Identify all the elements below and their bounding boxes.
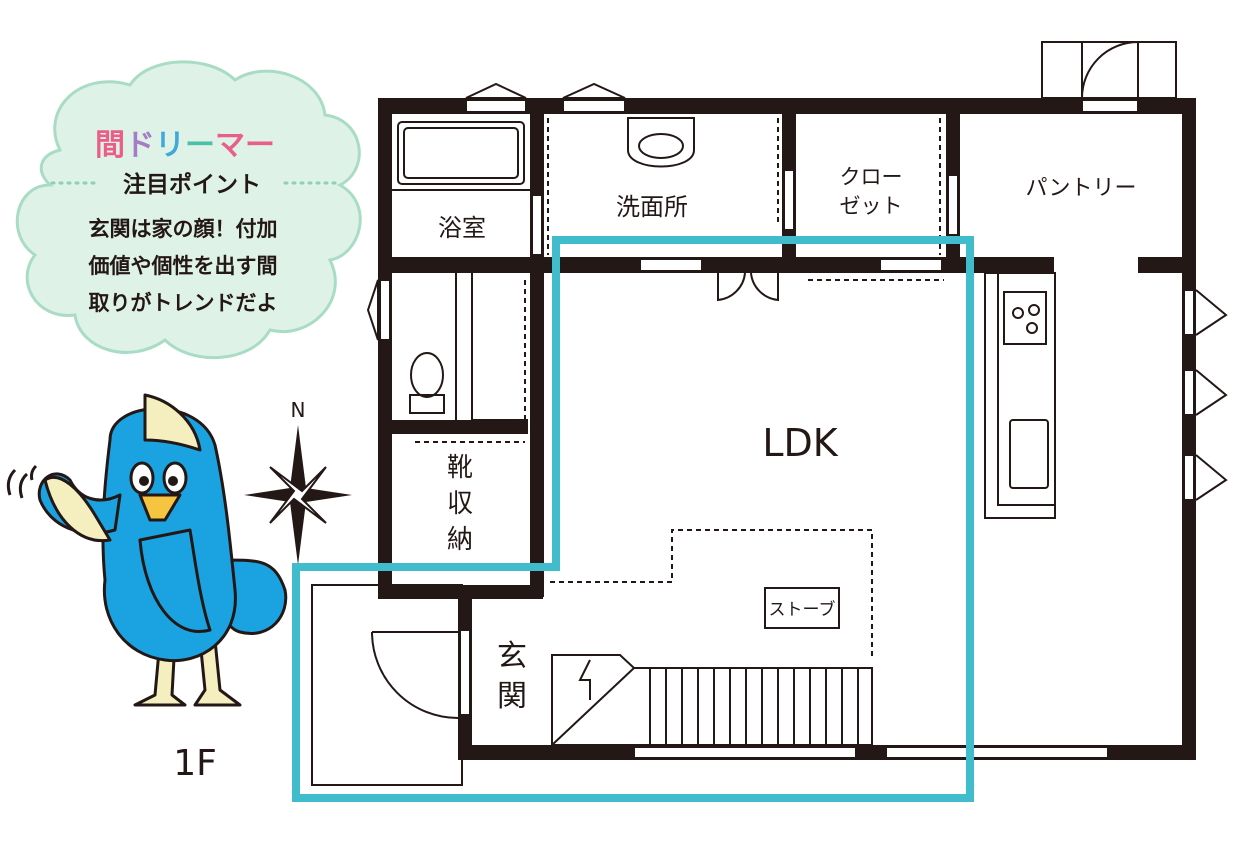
stair-treads xyxy=(649,668,859,745)
bubble-title: 間ドリーマー xyxy=(95,128,275,163)
pantry-exterior-stoop xyxy=(1041,41,1177,99)
title-char-3: ー xyxy=(185,128,215,163)
toilet-tank xyxy=(409,394,445,414)
entrance-door-swing xyxy=(371,631,459,719)
windows xyxy=(379,99,1195,759)
floor-label: 1F xyxy=(173,743,217,784)
bird-pupil-right xyxy=(168,476,178,486)
ldk-double-door xyxy=(717,272,779,302)
pantry-exterior-door xyxy=(1081,40,1139,99)
room-closet-2: ゼット xyxy=(840,194,903,218)
wall-left xyxy=(378,98,392,598)
staircase xyxy=(551,654,873,746)
bathtub-inner xyxy=(403,127,519,179)
compass: N xyxy=(244,398,352,565)
toilet-bowl xyxy=(410,352,444,398)
room-ldk: LDK xyxy=(762,421,838,465)
room-shoe-2: 収 xyxy=(447,489,473,519)
bird-crest xyxy=(143,393,202,452)
bathtub xyxy=(397,121,525,185)
entrance-porch xyxy=(311,584,463,786)
stove-box xyxy=(764,587,840,629)
bubble-body-line-3: 取りがトレンドだよ xyxy=(89,291,278,315)
room-labels: 浴室 洗面所 クロー ゼット パントリー LDK 靴 収 納 玄 関 ストーブ xyxy=(438,165,1137,714)
title-char-0: 間 xyxy=(95,128,125,163)
cooktop xyxy=(1003,291,1047,345)
room-washroom: 洗面所 xyxy=(616,193,688,221)
bird-pupil-left xyxy=(139,476,149,486)
wall-corridor xyxy=(530,257,544,597)
wall-toilet-bottom xyxy=(378,420,528,434)
compass-star-diagonal xyxy=(269,466,327,524)
bird-belly xyxy=(138,528,212,633)
kitchen-sink xyxy=(1009,419,1049,489)
motion-lines xyxy=(6,464,38,499)
window-awnings-right xyxy=(1195,289,1228,501)
room-entrance-1: 玄 xyxy=(497,639,527,674)
room-stove: ストーブ xyxy=(769,599,836,620)
wash-basin xyxy=(627,117,695,168)
room-closet-1: クロー xyxy=(840,165,903,189)
bird-mascot xyxy=(6,393,288,707)
room-pantry: パントリー xyxy=(1025,176,1136,201)
room-bath: 浴室 xyxy=(438,214,486,242)
compass-north-label: N xyxy=(291,398,306,422)
bubble-body-line-2: 価値や個性を出す間 xyxy=(88,254,278,278)
room-entrance-2: 関 xyxy=(497,679,527,714)
speech-bubble: 間ドリーマー 注目ポイント 玄関は家の顔！付加 価値や個性を出す間 取りがトレン… xyxy=(15,60,362,360)
bubble-body-line-1: 玄関は家の顔！付加 xyxy=(89,217,278,241)
room-shoe-1: 靴 xyxy=(447,453,473,483)
wall-right xyxy=(1182,98,1196,760)
bird-wing-left-inner xyxy=(43,476,112,543)
wall-mid-horizontal-right xyxy=(1138,257,1196,273)
cloud-shape xyxy=(15,60,362,360)
dashed-lines xyxy=(415,118,944,660)
corridor-lines xyxy=(455,273,528,421)
kitchen-counter xyxy=(984,272,1056,519)
title-char-5: ー xyxy=(245,128,275,163)
highlight-outline xyxy=(292,236,974,802)
title-char-2: リ xyxy=(155,128,185,163)
room-shoe-3: 納 xyxy=(447,525,473,555)
title-char-4: マ xyxy=(215,128,245,163)
bubble-subtitle: 注目ポイント xyxy=(123,171,261,198)
title-char-1: ド xyxy=(125,128,155,163)
bird-beak xyxy=(138,493,182,522)
window-hoods xyxy=(366,82,626,341)
